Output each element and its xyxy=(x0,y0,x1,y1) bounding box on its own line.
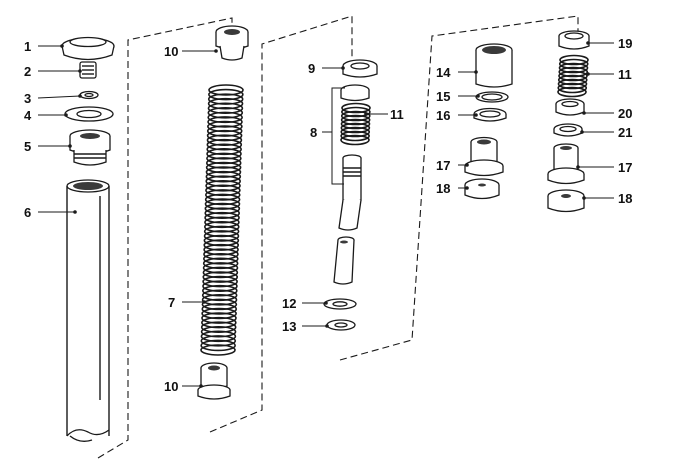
callout-21: 21 xyxy=(618,125,632,140)
part-7-spring xyxy=(200,84,244,356)
callout-6: 6 xyxy=(24,205,31,220)
part-18-bushing-right xyxy=(547,189,585,213)
part-10-bottom-spring-seat xyxy=(197,362,231,400)
part-3-small-washer xyxy=(79,90,99,100)
callout-14: 14 xyxy=(436,65,451,80)
part-20-ring xyxy=(555,98,585,116)
callout-4: 4 xyxy=(24,108,32,123)
part-6-tube xyxy=(66,179,110,443)
callout-17-right: 17 xyxy=(618,160,632,175)
part-12-washer xyxy=(323,298,357,310)
callout-7: 7 xyxy=(168,295,175,310)
callout-1: 1 xyxy=(24,39,31,54)
part-15-ring xyxy=(475,91,509,103)
callout-12: 12 xyxy=(282,296,296,311)
callout-17-left: 17 xyxy=(436,158,450,173)
callout-16: 16 xyxy=(436,108,450,123)
part-14-sleeve xyxy=(475,43,513,88)
part-17-flanged-bushing-right xyxy=(547,143,585,185)
part-18-bushing-left xyxy=(464,178,500,200)
callout-10-bottom: 10 xyxy=(164,379,178,394)
part-2-nipple xyxy=(79,61,97,79)
part-8-pushrod xyxy=(333,236,355,285)
callout-2: 2 xyxy=(24,64,31,79)
callout-18-left: 18 xyxy=(436,181,450,196)
callout-11-center: 11 xyxy=(390,107,404,122)
part-4-washer xyxy=(64,106,114,122)
callout-5: 5 xyxy=(24,139,31,154)
callout-8: 8 xyxy=(310,125,317,140)
part-19-top-ring xyxy=(558,30,590,50)
part-8-valve-assembly xyxy=(338,84,371,231)
part-13-washer xyxy=(326,319,356,331)
callout-11-right: 11 xyxy=(618,67,632,82)
callout-20: 20 xyxy=(618,106,632,121)
part-10-top-spring-seat xyxy=(215,25,249,61)
part-1-cap xyxy=(61,36,115,61)
callout-10-top: 10 xyxy=(164,44,178,59)
callout-3: 3 xyxy=(24,91,31,106)
part-11-spring-right xyxy=(557,54,589,98)
part-16-ring xyxy=(473,107,507,122)
callout-13: 13 xyxy=(282,319,296,334)
assembly-dashed-lines xyxy=(97,15,579,459)
part-9-top-ring xyxy=(342,59,378,78)
callout-15: 15 xyxy=(436,89,450,104)
leader-lines xyxy=(37,41,614,388)
callout-19: 19 xyxy=(618,36,632,51)
part-21-ring xyxy=(553,123,583,137)
part-5-threaded-nut xyxy=(69,129,111,166)
callout-9: 9 xyxy=(308,61,315,76)
callout-labels: 1 2 3 4 5 6 7 8 9 10 10 11 11 12 13 14 1… xyxy=(24,36,632,394)
part-17-flanged-bushing-left xyxy=(464,136,504,177)
callout-18-right: 18 xyxy=(618,191,632,206)
